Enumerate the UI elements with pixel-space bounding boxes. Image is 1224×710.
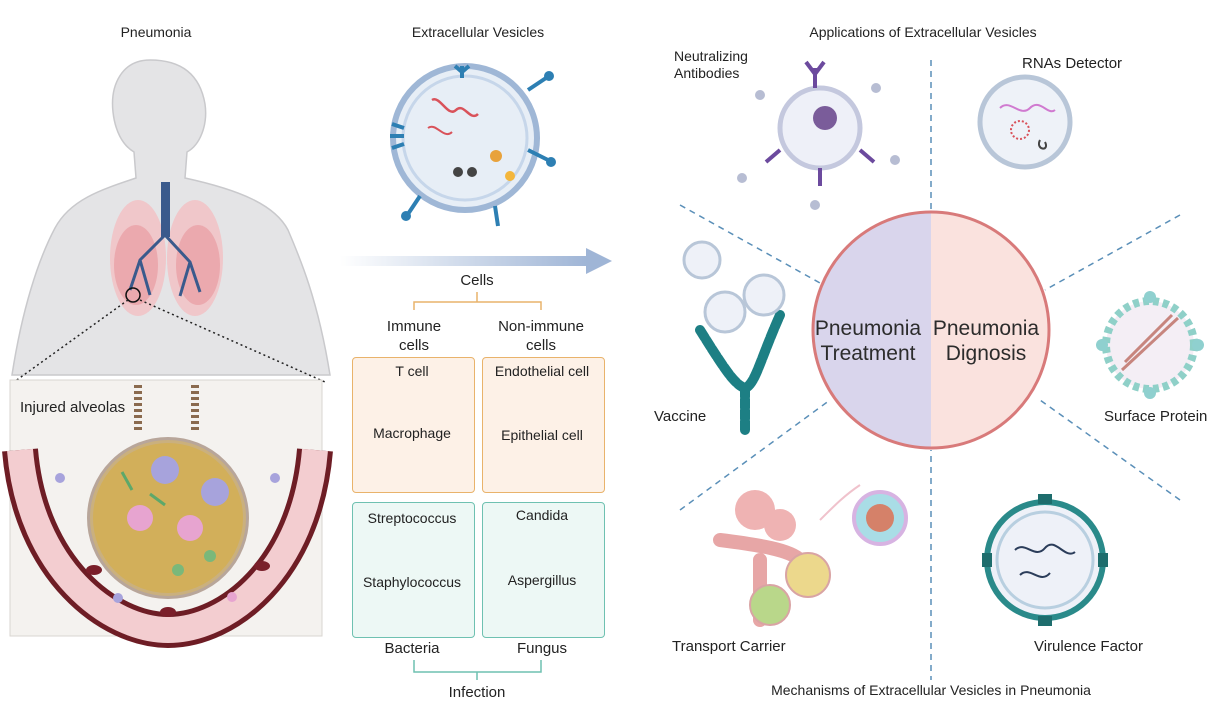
title-mechanisms: Mechanisms of Extracellular Vesicles in … bbox=[771, 682, 1091, 698]
zoom-lines bbox=[13, 299, 326, 383]
label-staphylococcus: Staphylococcus bbox=[362, 574, 462, 590]
cells-tree bbox=[413, 292, 542, 310]
title-extracellular-vesicles: Extracellular Vesicles bbox=[411, 24, 545, 40]
label-surface-protein: Surface Protein bbox=[1104, 408, 1208, 425]
label-immune-1: Immune bbox=[386, 318, 442, 335]
label-cells: Cells bbox=[460, 272, 494, 289]
circle-treatment-line2: Treatment bbox=[820, 342, 916, 365]
alveolus-inset bbox=[2, 379, 333, 649]
label-infection: Infection bbox=[448, 684, 506, 701]
circle-diagnosis-line2: Dignosis bbox=[945, 342, 1027, 365]
surface-protein-icon bbox=[1096, 291, 1204, 399]
human-silhouette bbox=[11, 59, 331, 376]
label-fungus: Fungus bbox=[516, 640, 568, 657]
infection-tree bbox=[413, 660, 542, 680]
label-t-cell: T cell bbox=[395, 363, 429, 379]
vaccine-icon bbox=[682, 240, 786, 437]
label-bacteria: Bacteria bbox=[384, 640, 440, 657]
transport-carrier-icon bbox=[713, 484, 908, 627]
immune-cells-box bbox=[352, 357, 475, 493]
label-candida: Candida bbox=[515, 507, 569, 523]
circle-treatment: Pneumonia Treatment bbox=[815, 316, 921, 366]
label-immune-2: cells bbox=[398, 337, 430, 354]
title-pneumonia: Pneumonia bbox=[120, 24, 192, 40]
label-rnas-detector: RNAs Detector bbox=[1022, 55, 1123, 72]
label-neutralizing-antibodies: Neutralizing Antibodies bbox=[674, 48, 748, 82]
label-injured-alveolas: Injured alveolas bbox=[20, 399, 126, 416]
lungs bbox=[110, 182, 223, 316]
label-neutralizing-line1: Neutralizing bbox=[674, 48, 748, 64]
bacteria-box bbox=[352, 502, 475, 638]
rnas-detector-icon bbox=[977, 74, 1073, 170]
process-arrow bbox=[340, 248, 612, 274]
label-endothelial: Endothelial cell bbox=[494, 363, 590, 379]
neutralizing-antibodies-icon bbox=[737, 60, 900, 210]
label-nonimmune-2: cells bbox=[525, 337, 557, 354]
label-virulence-factor: Virulence Factor bbox=[1034, 638, 1143, 655]
extracellular-vesicle bbox=[390, 63, 556, 227]
label-neutralizing-line2: Antibodies bbox=[674, 65, 740, 81]
virulence-factor-icon bbox=[982, 494, 1108, 626]
label-epithelial: Epithelial cell bbox=[501, 427, 583, 443]
nonimmune-cells-box bbox=[482, 357, 605, 493]
circle-treatment-line1: Pneumonia bbox=[814, 317, 922, 340]
fungus-box bbox=[482, 502, 605, 638]
title-applications: Applications of Extracellular Vesicles bbox=[809, 24, 1037, 40]
label-vaccine: Vaccine bbox=[654, 408, 707, 425]
circle-diagnosis: Pneumonia Dignosis bbox=[933, 316, 1039, 366]
central-circle bbox=[811, 210, 1051, 450]
label-aspergillus: Aspergillus bbox=[507, 572, 577, 588]
label-nonimmune-1: Non-immune bbox=[498, 318, 584, 335]
circle-diagnosis-line1: Pneumonia bbox=[932, 317, 1040, 340]
label-streptococcus: Streptococcus bbox=[367, 510, 457, 526]
label-macrophage: Macrophage bbox=[373, 425, 451, 441]
label-transport-carrier: Transport Carrier bbox=[672, 638, 786, 655]
